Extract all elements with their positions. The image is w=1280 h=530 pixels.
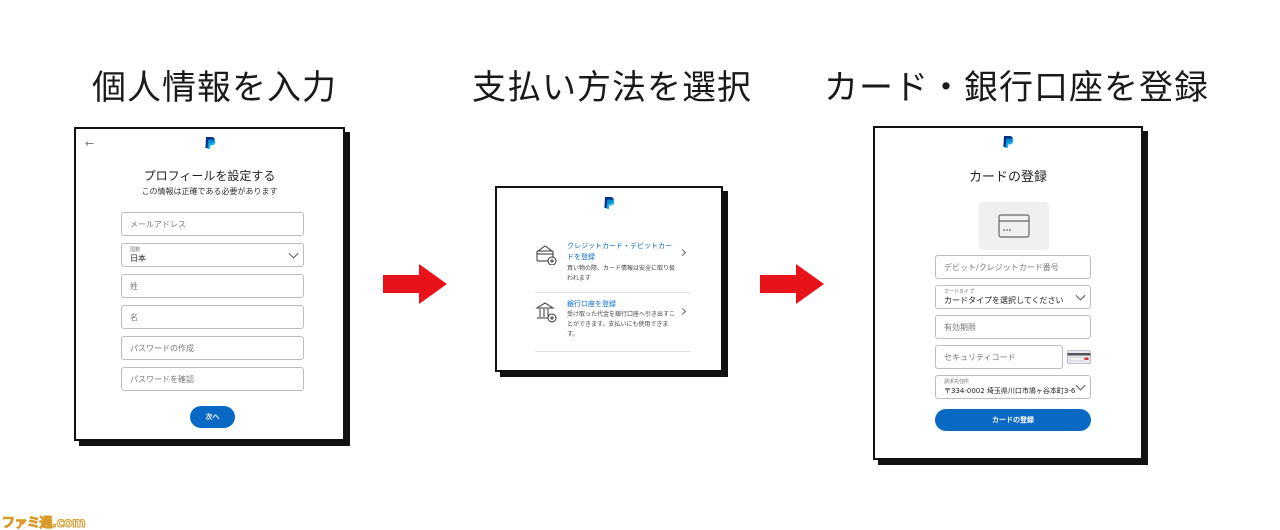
step-title-register-card: カード・銀行口座を登録: [824, 68, 1209, 108]
option-add-bank[interactable]: 銀行口座を登録 受け取った代金を銀行口座へ引き出すことができます。支払いにも使用…: [535, 293, 691, 352]
password-confirm-field[interactable]: パスワードを確認: [121, 367, 304, 391]
last-name-placeholder: 姓: [130, 281, 138, 291]
security-code-placeholder: セキュリティコード: [944, 352, 1016, 362]
red-arrow-icon: [760, 264, 824, 304]
country-select[interactable]: 国籍 日本: [121, 243, 304, 267]
paypal-logo-icon: [604, 197, 615, 209]
password-confirm-placeholder: パスワードを確認: [130, 374, 194, 384]
email-field[interactable]: メールアドレス: [121, 212, 304, 236]
chevron-right-icon: [678, 307, 687, 316]
card-add-icon: [536, 245, 557, 265]
card-illustration: [979, 202, 1049, 250]
card-number-placeholder: デビット/クレジットカード番号: [944, 262, 1059, 272]
paypal-logo-icon: [1003, 136, 1014, 148]
next-button[interactable]: 次へ: [190, 406, 235, 428]
card-type-select[interactable]: カードタイプ カードタイプを選択してください: [935, 285, 1091, 309]
chevron-down-icon: [1075, 380, 1086, 391]
step-title-personal-info: 個人情報を入力: [92, 68, 337, 108]
chevron-right-icon: [678, 248, 687, 257]
card-type-value: カードタイプを選択してください: [944, 295, 1064, 305]
last-name-field[interactable]: 姓: [121, 274, 304, 298]
first-name-placeholder: 名: [130, 312, 138, 322]
option-add-card[interactable]: クレジットカード・デビットカードを登録 買い物の際、カード情報は安全に取り扱われ…: [535, 235, 691, 293]
country-label: 国籍: [130, 246, 141, 253]
step-title-payment-method: 支払い方法を選択: [472, 68, 752, 108]
payment-method-panel: クレジットカード・デビットカードを登録 買い物の際、カード情報は安全に取り扱われ…: [495, 186, 723, 372]
first-name-field[interactable]: 名: [121, 305, 304, 329]
email-placeholder: メールアドレス: [130, 219, 186, 229]
card-heading: カードの登録: [968, 170, 1047, 185]
security-code-card-icon: [1067, 350, 1091, 364]
bank-add-icon: [535, 302, 557, 323]
register-card-button[interactable]: カードの登録: [935, 409, 1091, 431]
card-registration-panel: カードの登録 デビット/クレジットカード番号 カードタイプ カードタイプを選択し…: [873, 126, 1143, 460]
billing-label: 請求先住所: [944, 378, 970, 385]
profile-panel: ← プロフィールを設定する この情報は正確である必要があります メールアドレス …: [74, 127, 345, 441]
expiry-placeholder: 有効期限: [944, 322, 976, 332]
back-arrow-icon[interactable]: ←: [85, 137, 95, 150]
password-field[interactable]: パスワードの作成: [121, 336, 304, 360]
profile-heading: プロフィールを設定する: [143, 169, 276, 183]
option-card-desc: 買い物の際、カード情報は安全に取り扱われます: [567, 265, 676, 282]
security-code-field[interactable]: セキュリティコード: [935, 345, 1063, 369]
watermark-logo: ファミ通.com: [1, 516, 86, 530]
password-placeholder: パスワードの作成: [130, 343, 194, 353]
option-card-title: クレジットカード・デビットカードを登録: [567, 242, 672, 261]
chevron-down-icon: [288, 248, 299, 259]
paypal-logo-icon: [204, 137, 215, 149]
credit-card-icon: [998, 214, 1030, 238]
country-value: 日本: [130, 253, 146, 263]
expiry-field[interactable]: 有効期限: [935, 315, 1091, 339]
option-bank-title: 銀行口座を登録: [567, 300, 616, 308]
chevron-down-icon: [1075, 290, 1086, 301]
card-number-field[interactable]: デビット/クレジットカード番号: [935, 255, 1091, 279]
card-type-label: カードタイプ: [944, 288, 975, 295]
option-bank-desc: 受け取った代金を銀行口座へ引き出すことができます。支払いにも使用できます。: [567, 311, 676, 338]
profile-subheading: この情報は正確である必要があります: [141, 187, 278, 196]
red-arrow-icon: [383, 264, 447, 304]
billing-address-select[interactable]: 請求先住所 〒334-0002 埼玉県川口市鳩ヶ谷本町3-6: [935, 375, 1091, 399]
billing-value: 〒334-0002 埼玉県川口市鳩ヶ谷本町3-6: [944, 386, 1076, 395]
